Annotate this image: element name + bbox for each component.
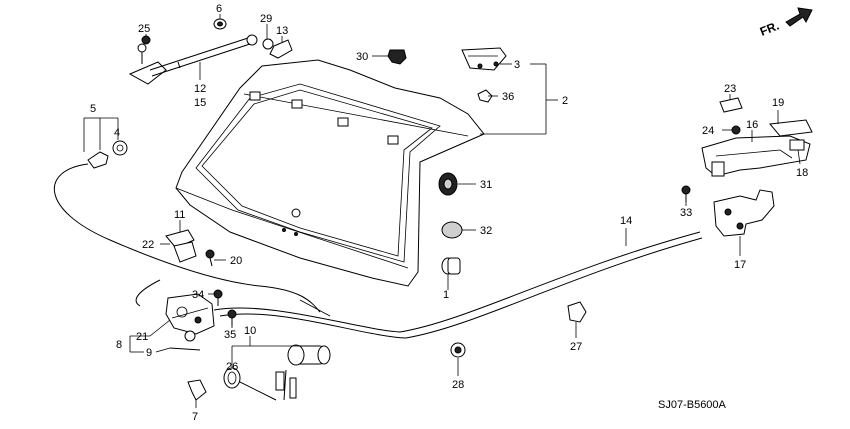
callout-29: 29 [260,13,272,25]
clip-30 [387,49,407,65]
bumper-32 [441,221,463,239]
cap-36 [477,89,493,103]
callout-labels: 1 2 3 4 5 6 7 8 9 10 11 12 13 14 15 16 1… [90,3,808,423]
callout-21: 21 [136,331,148,343]
bolt-35 [227,309,237,326]
callout-4: 4 [114,127,120,139]
lock-cylinder-10 [235,344,331,401]
clip-18 [789,139,805,151]
callout-34: 34 [192,289,204,301]
callout-27: 27 [570,341,582,353]
latch-assembly [135,279,215,335]
callout-10: 10 [244,325,256,337]
direction-label: FR. [758,19,781,39]
tailgate-assembly [175,59,485,287]
screw-24 [731,125,741,135]
callout-8: 8 [116,339,122,351]
callout-31: 31 [480,179,492,191]
callout-33: 33 [680,207,692,219]
diagram-code: SJ07-B5600A [658,399,727,411]
callout-35: 35 [224,329,236,341]
cover-23 [719,97,743,113]
arrow-icon [785,7,813,27]
bolt-25 [141,35,151,45]
bracket-29-13 [262,38,293,59]
callout-5: 5 [90,103,96,115]
callout-24: 24 [702,125,714,137]
leader-lines [83,14,801,408]
screw-20 [205,249,215,267]
callout-28: 28 [452,379,464,391]
callout-15: 15 [194,97,206,109]
opener-cable-14 [213,231,703,339]
callout-36: 36 [502,91,514,103]
callout-30: 30 [356,51,368,63]
callout-25: 25 [138,23,150,35]
callout-11: 11 [174,209,185,221]
callout-20: 20 [230,255,242,267]
bolt-33 [681,185,691,202]
rod-9 [169,330,201,351]
callout-2: 2 [562,95,568,107]
front-direction-arrow: FR. [758,7,813,39]
callout-3: 3 [514,59,520,71]
callout-18: 18 [796,167,808,179]
bolt-6 [213,18,227,30]
bumper-31 [438,172,458,196]
bolt-34 [213,289,223,306]
callout-16: 16 [746,119,758,131]
callout-22: 22 [142,239,154,251]
callout-19: 19 [772,97,784,109]
callout-12: 12 [194,83,206,95]
clip-27 [567,301,587,323]
callout-13: 13 [276,25,288,37]
clip-28 [450,342,466,358]
callout-32: 32 [480,225,492,237]
stopper-1 [441,257,461,275]
hinge [461,47,507,71]
clip-19 [769,119,813,137]
callout-17: 17 [734,259,746,271]
callout-6: 6 [216,3,222,15]
callout-1: 1 [443,289,449,301]
gas-strut [128,34,258,85]
actuator-17 [713,189,775,237]
clip-7 [187,379,207,401]
callout-14: 14 [620,215,632,227]
callout-9: 9 [146,347,152,359]
callout-23: 23 [724,83,736,95]
callout-26: 26 [226,361,238,373]
release-cable-5 [53,140,321,313]
handle-16 [701,135,811,177]
callout-7: 7 [192,411,198,423]
ring-26 [223,367,241,389]
clip-22-11 [165,229,197,263]
